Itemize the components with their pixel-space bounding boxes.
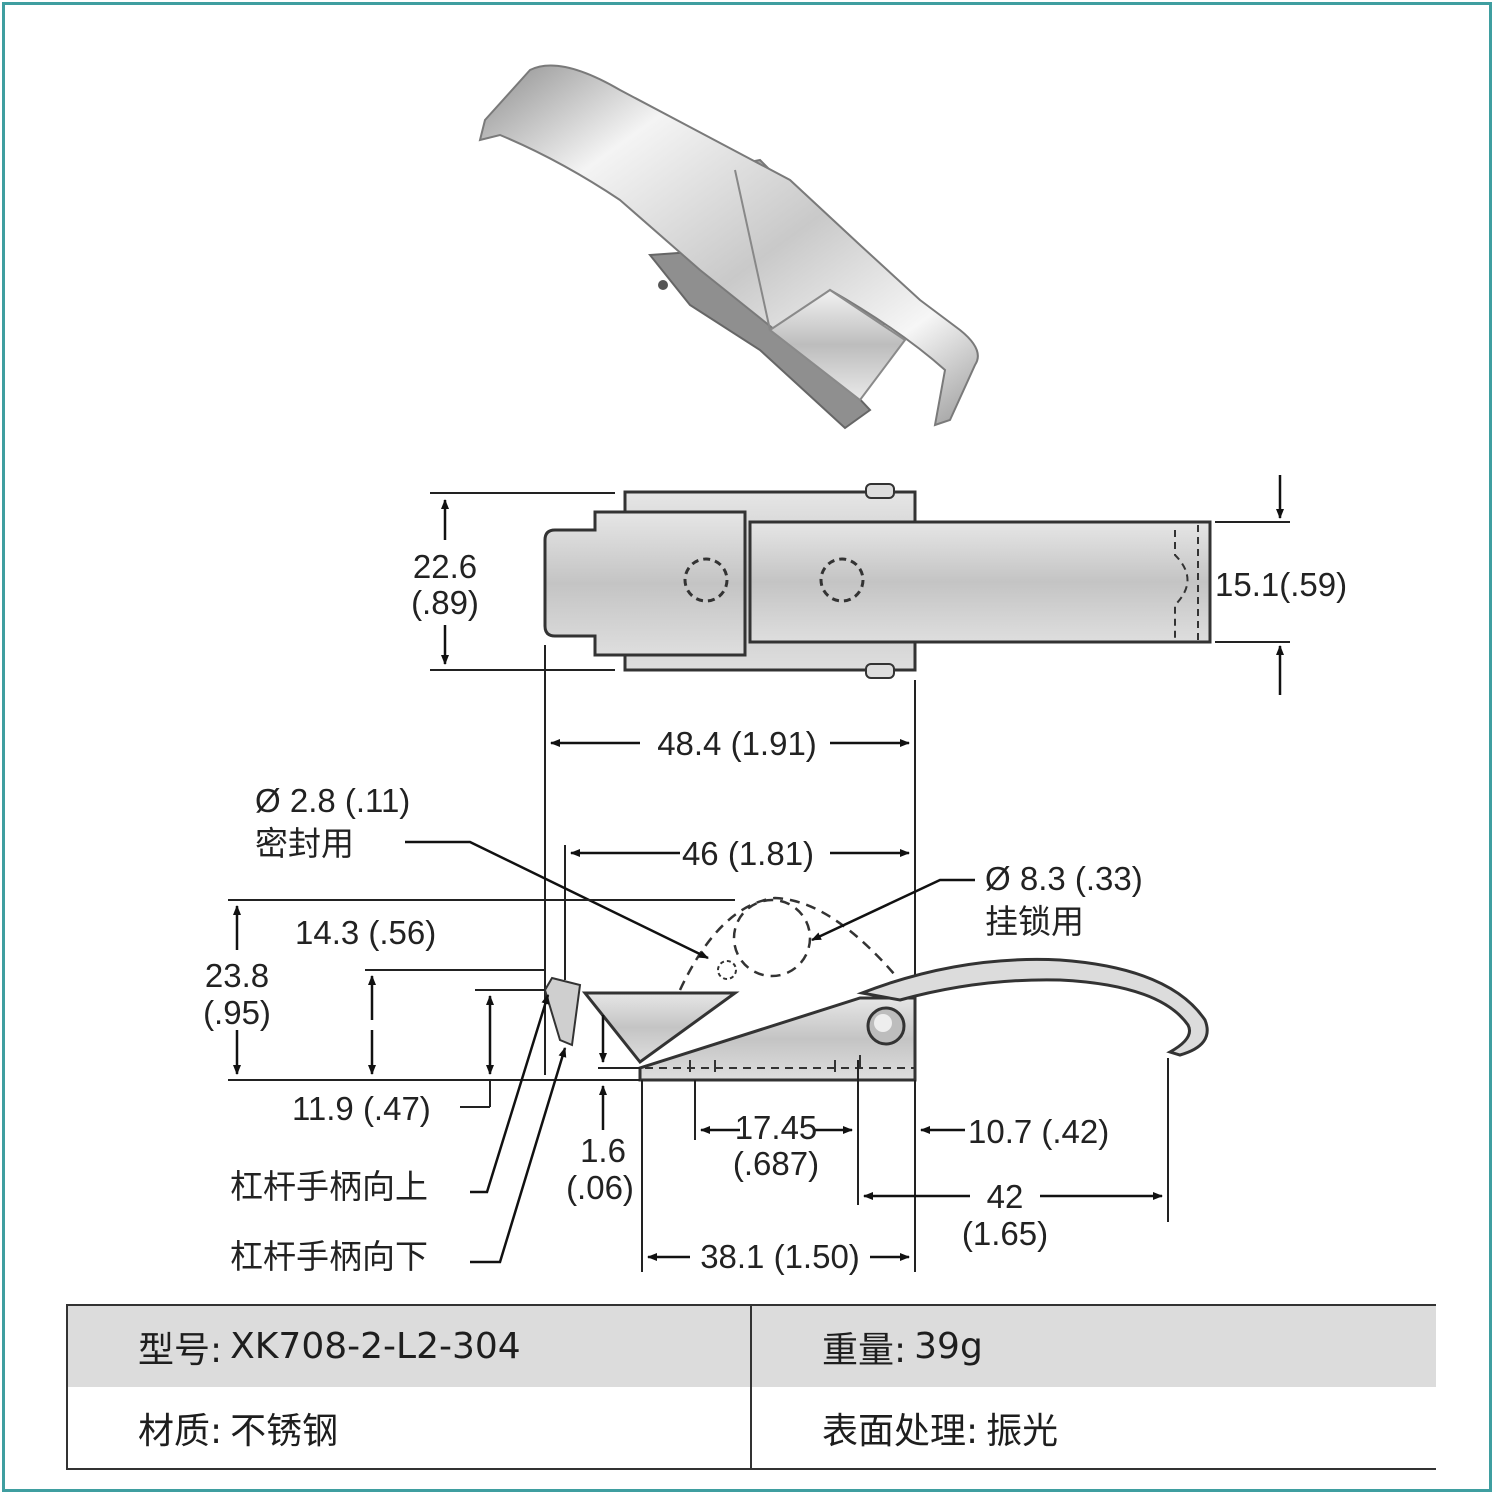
latch-photo (478, 64, 979, 430)
top-view: 22.6 (.89) 15.1(.59) 48.4 (1.91) (411, 475, 1347, 1080)
weight-label: 重量: (822, 1329, 907, 1371)
hook-reach-mm: 42 (987, 1178, 1024, 1215)
lever-up-label: 杠杆手柄向上 (230, 1167, 428, 1206)
height-dim-in: (.89) (411, 584, 479, 621)
finish-value: 振光 (986, 1410, 1059, 1452)
finish-label: 表面处理: (822, 1410, 979, 1452)
overall-length-dim: 48.4 (1.91) (657, 725, 817, 762)
spec-table: 型号: XK708-2-L2-304 重量: 39g 材质: 不锈钢 表面处理:… (66, 1304, 1436, 1470)
total-height-in: (.95) (203, 994, 271, 1031)
seal-hole-note: 密封用 (255, 824, 354, 863)
model-label: 型号: (138, 1329, 223, 1371)
padlock-hole-side-view (732, 898, 812, 978)
padlock-hole-note: 挂锁用 (985, 902, 1084, 941)
height-dim-mm: 22.6 (413, 548, 477, 585)
lever-height-dim: 14.3 (.56) (295, 914, 436, 951)
span-dim: 46 (1.81) (682, 835, 814, 872)
seal-hole-dim: Ø 2.8 (.11) (255, 782, 410, 819)
hook-reach-in: (1.65) (962, 1215, 1048, 1252)
material-value: 不锈钢 (230, 1410, 339, 1452)
weight-value: 39g (914, 1326, 983, 1367)
hole-spacing-in: (.687) (733, 1145, 819, 1182)
padlock-hole-top-view (819, 557, 865, 603)
body-height-dim: 11.9 (.47) (292, 1090, 431, 1127)
seal-hole-top-view (683, 557, 729, 603)
material-label: 材质: (138, 1410, 223, 1452)
model-cell: 型号: XK708-2-L2-304 (68, 1306, 752, 1387)
pivot-offset-dim: 10.7 (.42) (968, 1113, 1109, 1150)
finish-cell: 表面处理: 振光 (752, 1387, 1436, 1468)
base-thickness-mm: 1.6 (580, 1132, 626, 1169)
strap-width-dim: 15.1(.59) (1215, 566, 1347, 603)
side-view: 46 (1.81) Ø 2.8 (.11) 密封用 Ø 8.3 (.33) 挂锁… (203, 782, 1209, 1276)
hole-spacing-mm: 17.45 (735, 1109, 818, 1146)
weight-cell: 重量: 39g (752, 1306, 1436, 1387)
base-thickness-in: (.06) (566, 1169, 634, 1206)
material-cell: 材质: 不锈钢 (68, 1387, 752, 1468)
total-height-mm: 23.8 (205, 957, 269, 994)
model-value: XK708-2-L2-304 (230, 1326, 521, 1367)
lever-down-label: 杠杆手柄向下 (230, 1237, 428, 1276)
base-length-dim: 38.1 (1.50) (700, 1238, 860, 1275)
seal-hole-side-view (717, 960, 737, 980)
padlock-hole-dim: Ø 8.3 (.33) (985, 860, 1143, 897)
